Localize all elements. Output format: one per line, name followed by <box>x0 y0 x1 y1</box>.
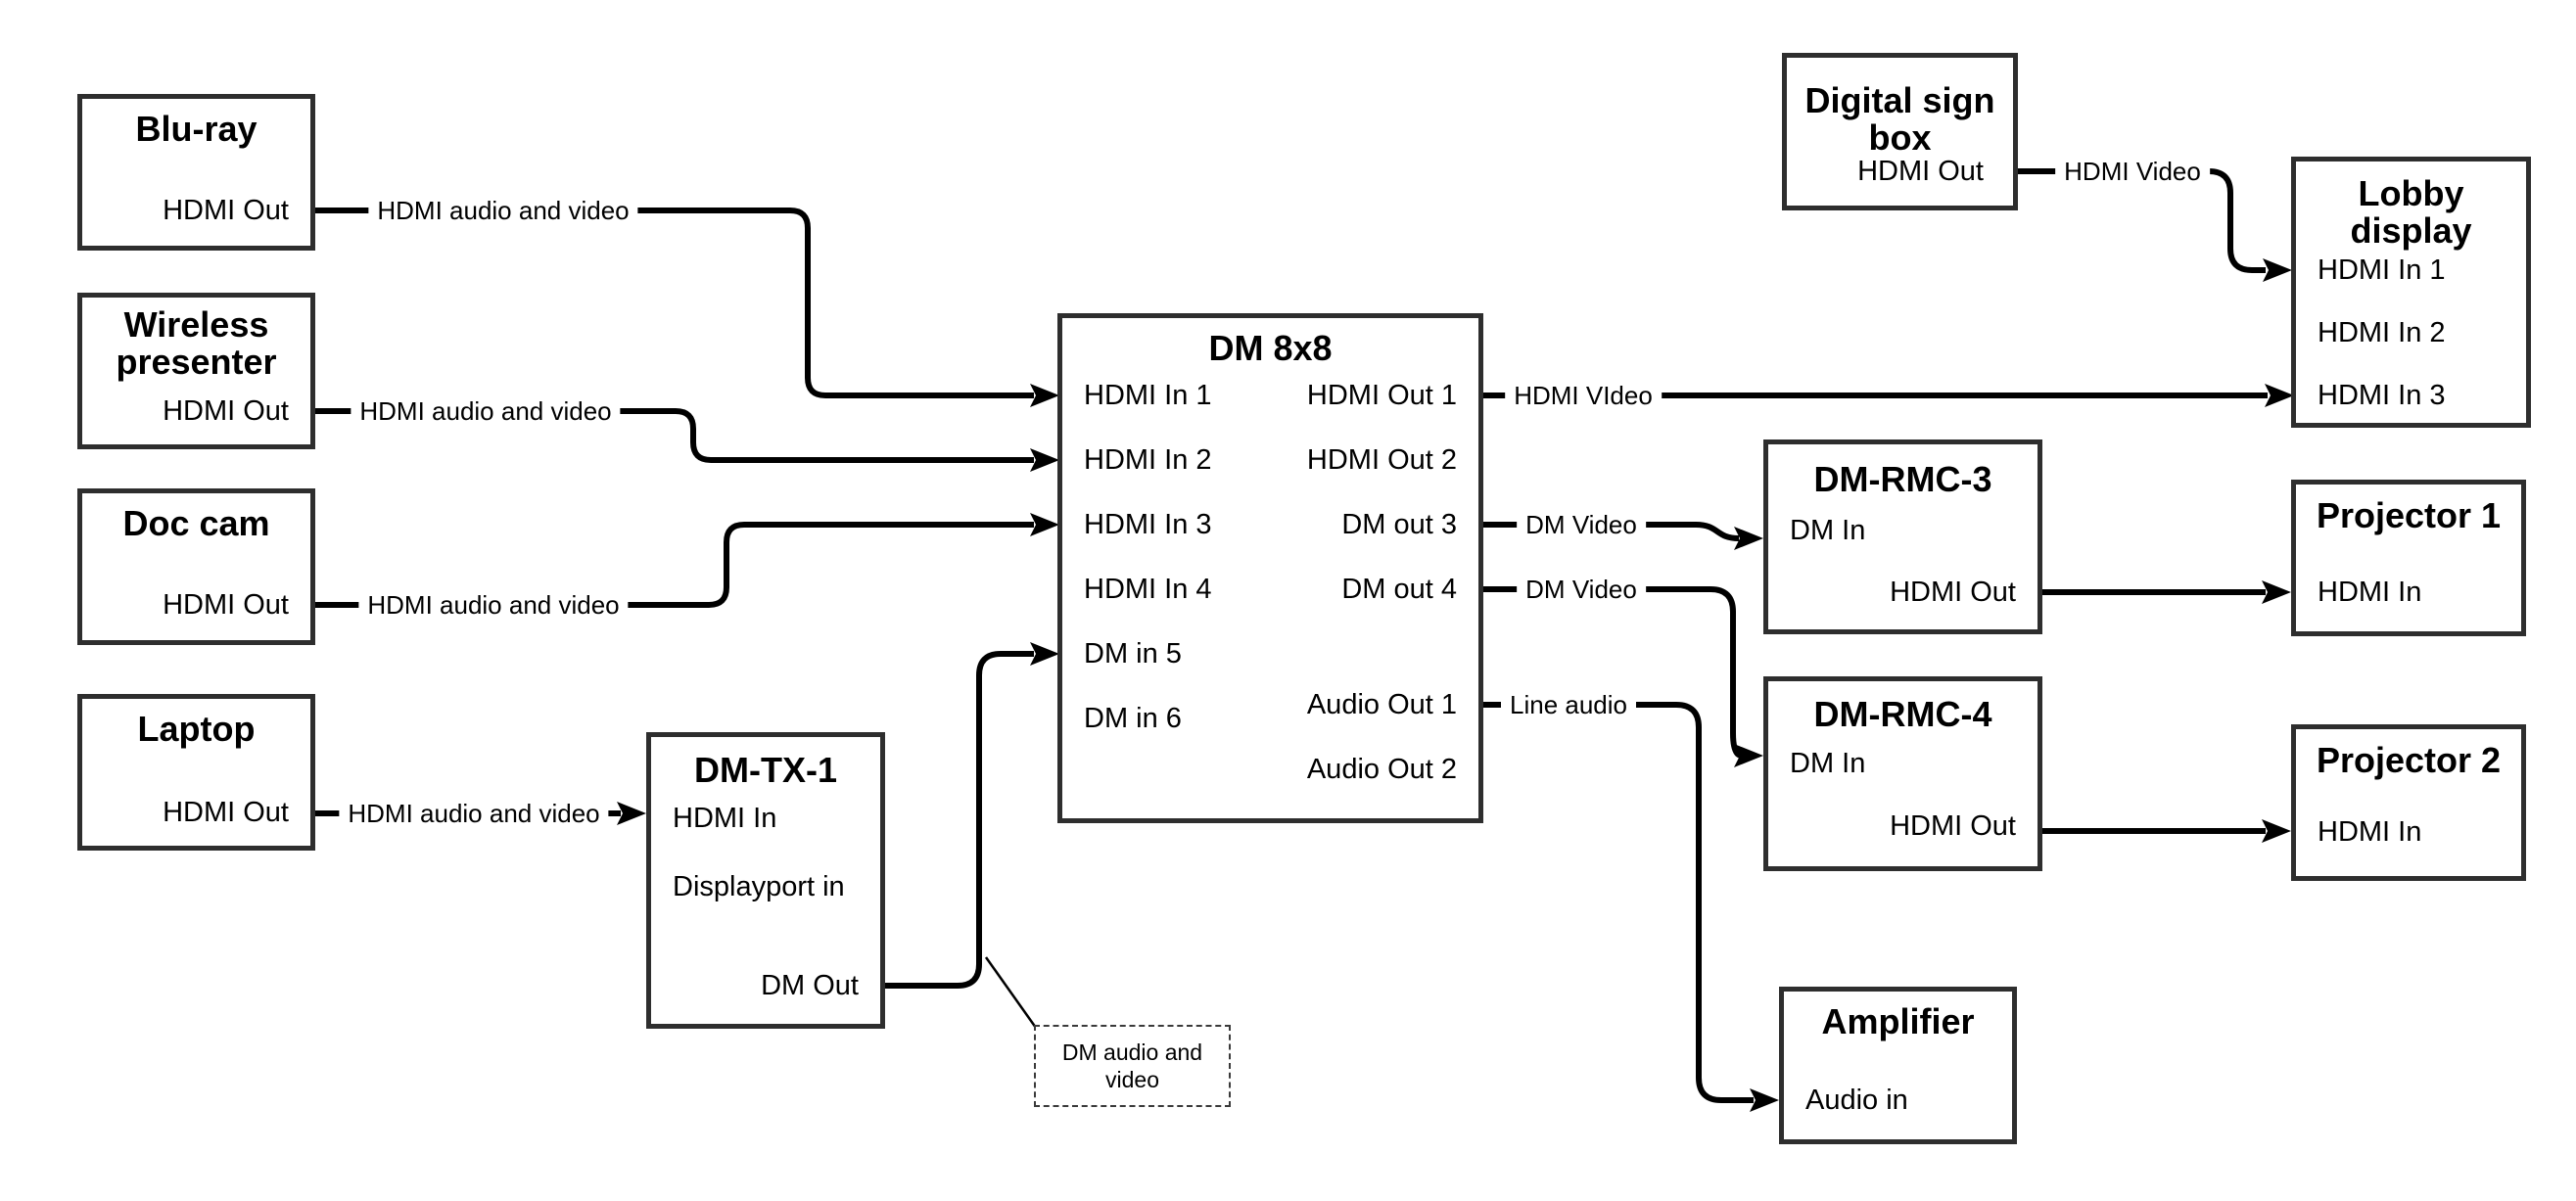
port-hdmi-in-2: HDMI In 2 <box>2318 317 2446 348</box>
annotation-line-1: DM audio and <box>1061 1039 1203 1065</box>
node-title: DM-RMC-4 <box>1813 694 1992 734</box>
port-hdmi-in-1: HDMI In 1 <box>2318 254 2446 286</box>
wire-label-hdmi-av: HDMI audio and video <box>368 196 638 225</box>
port-hdmi-out-1: HDMI Out 1 <box>1306 380 1457 411</box>
wire-doccam-to-dm8x8-in3 <box>315 522 1034 608</box>
wire-dm8x8-aout1-to-amplifier <box>1483 702 1754 1103</box>
port-hdmi-out: HDMI Out <box>1890 810 2016 842</box>
port-hdmi-out: HDMI Out <box>163 395 289 427</box>
wire-wireless-to-dm8x8-in2 <box>315 408 1034 463</box>
port-dm-in-5: DM in 5 <box>1084 638 1182 670</box>
arrowhead <box>2262 819 2291 843</box>
node-title: Blu-ray <box>135 109 258 149</box>
port-dm-in: DM In <box>1790 515 1866 546</box>
port-hdmi-in-3: HDMI In 3 <box>1084 509 1212 540</box>
node-projector-2: Projector 2 HDMI In <box>2291 724 2526 881</box>
node-projector-1: Projector 1 HDMI In <box>2291 480 2526 636</box>
title-line-1: Wireless <box>123 304 269 345</box>
node-laptop: Laptop HDMI Out <box>77 694 315 851</box>
node-dm-rmc-3: DM-RMC-3 DM In HDMI Out <box>1763 439 2042 634</box>
wire-label-hdmi-av: HDMI audio and video <box>339 799 609 828</box>
arrowhead <box>1030 642 1059 666</box>
node-doc-cam: Doc cam HDMI Out <box>77 488 315 645</box>
wire-label-hdmi-av: HDMI audio and video <box>358 590 629 620</box>
annotation-dm-audio-video: DM audio and video <box>1034 1025 1231 1107</box>
port-hdmi-in-1: HDMI In 1 <box>1084 380 1212 411</box>
node-title: DM-TX-1 <box>694 750 837 790</box>
port-hdmi-in-4: HDMI In 4 <box>1084 574 1212 605</box>
wire-label-hdmi-video: HDMI Video <box>2055 157 2210 186</box>
node-title: Digital sign box <box>1787 82 2013 157</box>
port-audio-in: Audio in <box>1805 1085 1908 1116</box>
title-line-2: presenter <box>116 342 277 382</box>
node-title: Laptop <box>137 709 256 749</box>
port-hdmi-in-3: HDMI In 3 <box>2318 380 2446 411</box>
wire-label-dm-video: DM Video <box>1517 575 1646 604</box>
node-title: Amplifier <box>1821 1001 1975 1041</box>
port-dm-in-6: DM in 6 <box>1084 703 1182 734</box>
wire-dm8x8-out3-to-rmc3 <box>1483 522 1740 541</box>
arrowhead <box>1030 448 1059 472</box>
title-line-2: display <box>2350 210 2472 251</box>
wire-dmtx1-to-dm8x8-in5 <box>885 651 1034 989</box>
port-hdmi-in: HDMI In <box>2318 816 2422 848</box>
port-dm-in: DM In <box>1790 748 1866 779</box>
node-dm-tx-1: DM-TX-1 HDMI In Displayport in DM Out <box>646 732 885 1029</box>
port-hdmi-out-2: HDMI Out 2 <box>1306 444 1457 476</box>
port-hdmi-out: HDMI Out <box>1857 156 1984 187</box>
node-title: DM 8x8 <box>1208 328 1333 368</box>
node-lobby-display: Lobby display HDMI In 1 HDMI In 2 HDMI I… <box>2291 157 2531 428</box>
annotation-leader-line <box>984 956 1038 1029</box>
arrowhead <box>617 802 646 825</box>
wire-label-dm-video: DM Video <box>1517 510 1646 539</box>
wire-dm8x8-out4-to-rmc4 <box>1483 586 1743 759</box>
node-title: Lobby display <box>2296 175 2526 250</box>
node-digital-sign-box: Digital sign box HDMI Out <box>1782 53 2018 210</box>
port-dm-out-4: DM out 4 <box>1341 574 1457 605</box>
port-hdmi-out: HDMI Out <box>163 797 289 828</box>
arrowhead <box>1030 384 1059 407</box>
wire-digitalsign-to-lobby-in1 <box>2018 168 2266 273</box>
arrowhead <box>1734 527 1763 550</box>
arrowhead <box>1750 1088 1779 1112</box>
port-hdmi-out: HDMI Out <box>1890 577 2016 608</box>
port-hdmi-out: HDMI Out <box>163 589 289 621</box>
wire-label-hdmi-av: HDMI audio and video <box>351 396 621 426</box>
wire-bluray-to-dm8x8-in1 <box>315 208 1034 398</box>
node-title: Wireless presenter <box>82 306 310 381</box>
port-displayport-in: Displayport in <box>673 871 845 902</box>
node-amplifier: Amplifier Audio in <box>1779 987 2017 1144</box>
node-bluray: Blu-ray HDMI Out <box>77 94 315 251</box>
arrowhead <box>2262 580 2291 604</box>
annotation-line-2: video <box>1105 1067 1159 1092</box>
node-title: Doc cam <box>122 503 270 543</box>
arrowhead <box>1030 513 1059 536</box>
wire-label-hdmi-video: HDMI VIdeo <box>1505 381 1662 410</box>
node-dm-8x8: DM 8x8 HDMI In 1 HDMI In 2 HDMI In 3 HDM… <box>1057 313 1483 823</box>
node-wireless-presenter: Wireless presenter HDMI Out <box>77 293 315 449</box>
arrowhead <box>1734 744 1763 767</box>
port-hdmi-out: HDMI Out <box>163 195 289 226</box>
arrowhead <box>2265 384 2294 407</box>
title-line-1: Lobby <box>2358 173 2464 213</box>
port-dm-out: DM Out <box>761 970 859 1001</box>
port-dm-out-3: DM out 3 <box>1341 509 1457 540</box>
node-title: Projector 1 <box>2316 495 2502 535</box>
node-dm-rmc-4: DM-RMC-4 DM In HDMI Out <box>1763 676 2042 871</box>
title-line-1: Digital sign <box>1804 80 1995 120</box>
port-audio-out-2: Audio Out 2 <box>1306 754 1457 785</box>
port-hdmi-in-2: HDMI In 2 <box>1084 444 1212 476</box>
port-audio-out-1: Audio Out 1 <box>1306 689 1457 720</box>
arrowhead <box>2263 258 2292 282</box>
port-hdmi-in: HDMI In <box>673 803 777 834</box>
wire-label-line-audio: Line audio <box>1501 690 1636 719</box>
node-title: DM-RMC-3 <box>1813 459 1992 499</box>
port-hdmi-in: HDMI In <box>2318 577 2422 608</box>
title-line-2: box <box>1868 117 1932 158</box>
node-title: Projector 2 <box>2316 740 2502 780</box>
